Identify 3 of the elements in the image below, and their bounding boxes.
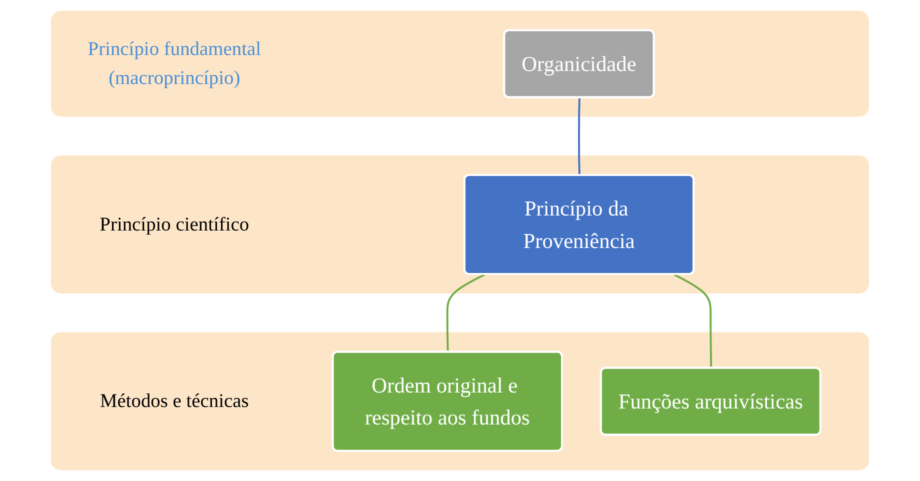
connector bbox=[578, 98, 580, 176]
connector bbox=[446, 274, 486, 352]
connector bbox=[674, 274, 712, 368]
